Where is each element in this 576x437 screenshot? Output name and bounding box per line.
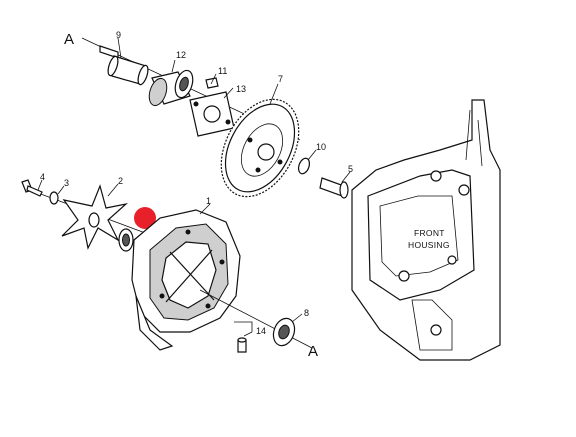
idler-gear [220,83,300,198]
axis-letter-upper: A [64,31,74,48]
callout-5: 5 [348,164,353,174]
upper-assembly: A [64,31,351,199]
front-housing: FRONT HOUSING [351,99,501,361]
housing-label-line2: HOUSING [408,240,450,250]
callout-14: 14 [256,326,266,336]
housing-label-line1: FRONT [414,228,445,238]
axis-letter-lower: A [308,343,318,360]
callout-4: 4 [40,172,45,182]
callout-3: 3 [64,178,69,188]
callout-11: 11 [218,66,227,76]
highlight-marker [134,207,156,229]
callout-labels: 9 12 11 13 7 10 5 4 3 2 1 14 8 [40,30,353,336]
lower-assembly: A [199,289,318,360]
bearing [148,59,194,107]
washer-upper [297,157,311,175]
idler-shaft [99,37,149,86]
highlighted-seal [118,207,156,252]
callout-10: 10 [316,142,326,152]
gear-bolt [319,171,351,199]
pump-housing [131,203,241,351]
callout-9: 9 [116,30,121,40]
callout-12: 12 [176,50,186,60]
callout-8: 8 [304,308,309,318]
callout-1: 1 [206,196,211,206]
callout-2: 2 [118,176,123,186]
callout-13: 13 [236,84,246,94]
lower-left-parts [21,179,181,250]
retainer-plate [189,73,235,137]
small-washer [49,191,59,205]
lower-axis-line [199,289,313,349]
callout-7: 7 [278,74,283,84]
small-bolt [21,179,43,197]
